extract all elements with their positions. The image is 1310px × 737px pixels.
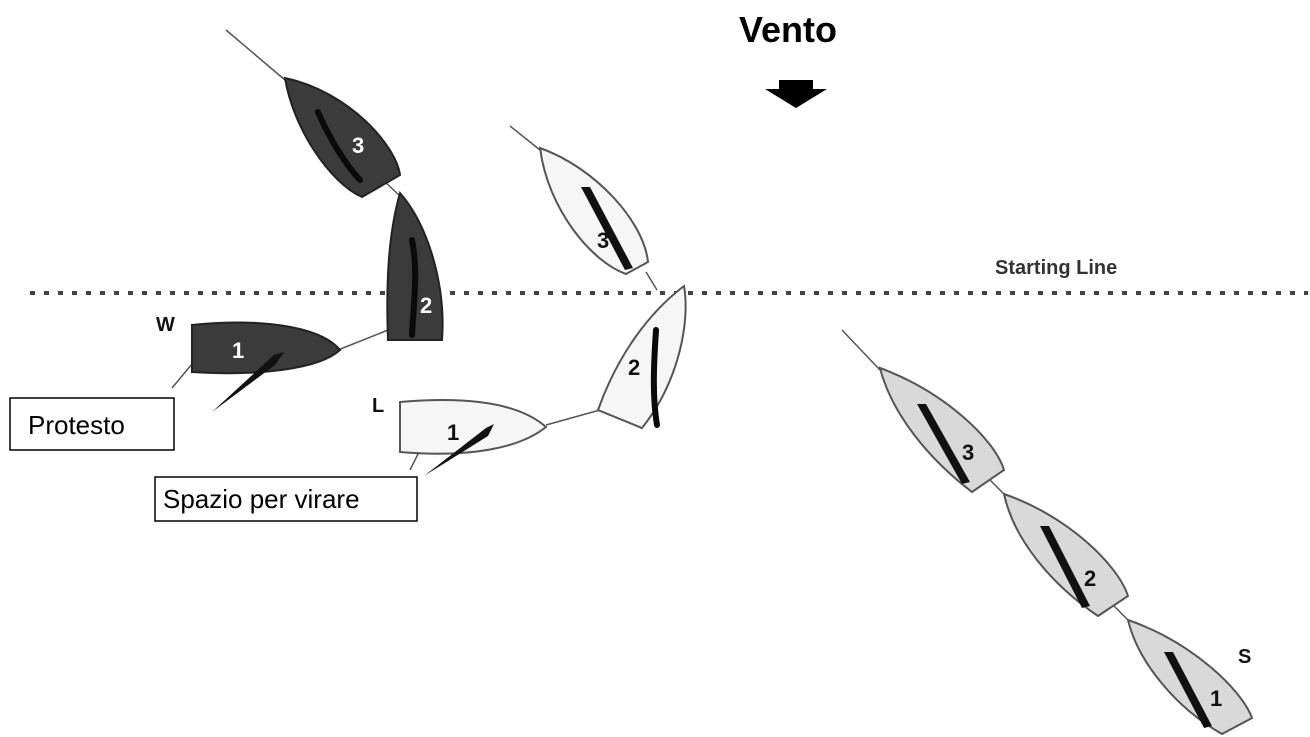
boat-number: 2: [1084, 566, 1096, 591]
dark-boat-group: 3 2 1 W: [156, 29, 444, 412]
grey-boat-1: 1: [1126, 618, 1254, 736]
starboard-label: S: [1238, 646, 1251, 668]
windward-label: W: [156, 314, 175, 336]
dark-boat-3: 3: [283, 76, 402, 199]
leeward-label: L: [372, 395, 384, 417]
protest-callout: Protesto: [9, 397, 175, 451]
white-boat-2: 2: [596, 284, 687, 430]
boat-number: 2: [628, 355, 640, 380]
tow-rope: [337, 329, 389, 351]
tow-rope: [645, 271, 658, 291]
grey-boat-group: 3 2 1 S: [841, 329, 1254, 736]
white-boat-group: 3 2 1 L: [372, 125, 687, 476]
boat-number: 1: [232, 338, 244, 363]
room-to-tack-callout: Spazio per virare: [154, 476, 418, 522]
white-boat-1: 1: [399, 399, 548, 476]
starting-line-label: Starting Line: [995, 257, 1117, 279]
boat-number: 3: [597, 228, 609, 253]
boat-number: 1: [1210, 686, 1222, 711]
dark-boat-1: 1: [191, 321, 342, 412]
white-boat-3: 3: [538, 146, 650, 276]
boat-number: 3: [962, 440, 974, 465]
boat-number: 1: [447, 420, 459, 445]
grey-boat-3: 3: [878, 366, 1006, 494]
boat-number: 2: [420, 293, 432, 318]
wind-title: Vento: [739, 9, 837, 50]
wind-arrow-icon: [765, 80, 827, 108]
tow-rope: [225, 29, 286, 81]
tow-rope: [545, 409, 601, 426]
grey-boat-2: 2: [1002, 492, 1130, 618]
dark-boat-2: 2: [386, 190, 444, 341]
tow-rope: [509, 125, 541, 151]
protest-callout-text: Protesto: [28, 410, 125, 440]
boat-number: 3: [352, 133, 364, 158]
room-to-tack-callout-text: Spazio per virare: [163, 484, 360, 514]
tow-rope: [171, 363, 193, 389]
tow-rope: [841, 329, 881, 371]
